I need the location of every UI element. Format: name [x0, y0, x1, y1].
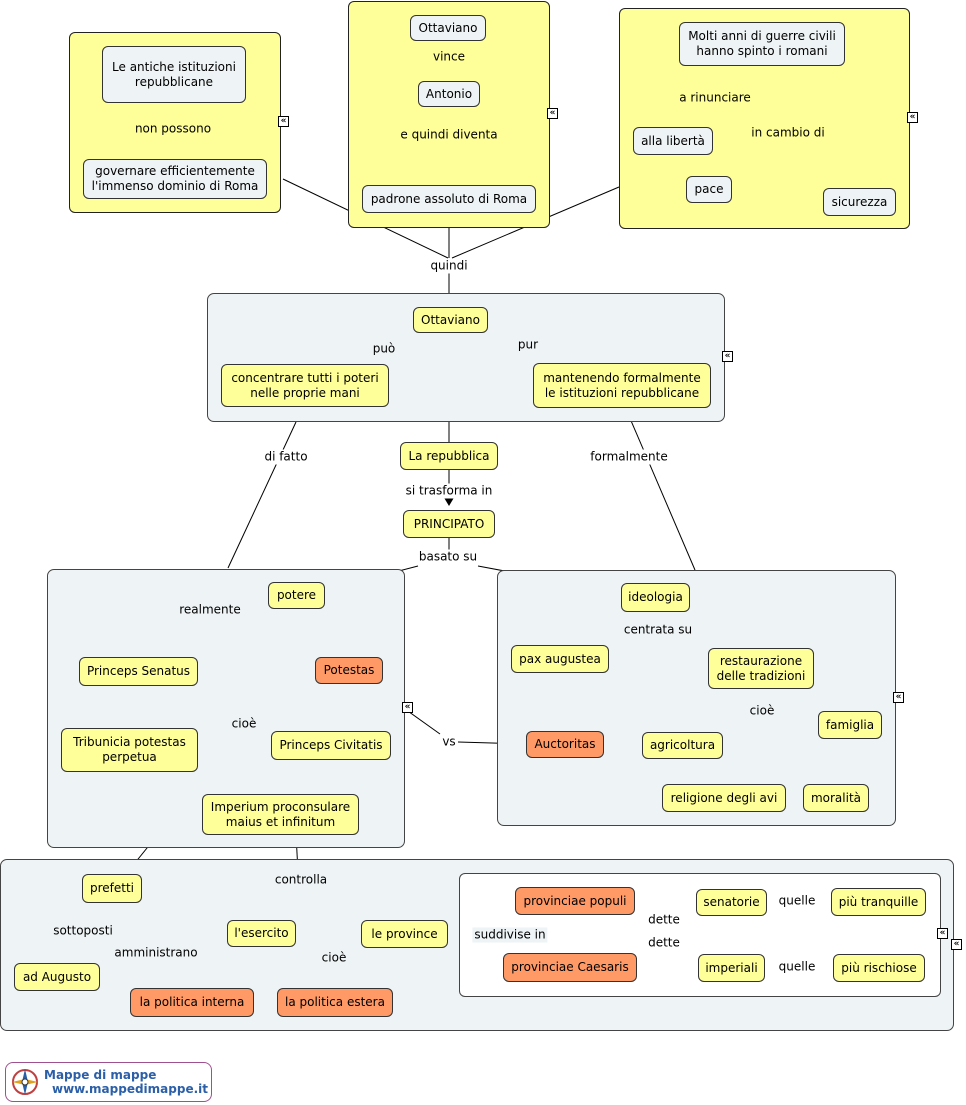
node-sicurezza[interactable]: sicurezza	[823, 188, 896, 216]
link-cioe-3: cioè	[319, 950, 349, 966]
node-liberta[interactable]: alla libertà	[633, 127, 713, 155]
expand-icon[interactable]: «	[951, 939, 962, 950]
node-esercito[interactable]: l'esercito	[227, 920, 296, 947]
node-ideologia[interactable]: ideologia	[621, 583, 690, 612]
link-suddivise-in: suddivise in	[472, 927, 548, 943]
node-repubblica[interactable]: La repubblica	[400, 442, 498, 470]
expand-icon[interactable]: «	[278, 116, 289, 127]
node-potestas[interactable]: Potestas	[315, 657, 383, 684]
expand-icon[interactable]: «	[547, 108, 558, 119]
node-religione[interactable]: religione degli avi	[662, 784, 786, 812]
link-pur: pur	[515, 337, 541, 353]
node-politica-interna[interactable]: la politica interna	[130, 988, 254, 1017]
expand-icon[interactable]: «	[402, 702, 413, 713]
node-potere[interactable]: potere	[268, 582, 325, 609]
link-vs: vs	[440, 734, 458, 750]
node-tranquille[interactable]: più tranquille	[831, 888, 926, 916]
node-principato[interactable]: PRINCIPATO	[403, 510, 495, 538]
node-ad-augusto[interactable]: ad Augusto	[14, 963, 100, 991]
node-rischiose[interactable]: più rischiose	[833, 954, 925, 982]
node-princeps-senatus[interactable]: Princeps Senatus	[79, 657, 198, 686]
logo[interactable]: Mappe di mappe www.mappedimappe.it	[5, 1062, 212, 1102]
node-famiglia[interactable]: famiglia	[818, 711, 882, 739]
node-provinciae-populi[interactable]: provinciae populi	[515, 887, 635, 915]
link-formalmente: formalmente	[588, 449, 670, 465]
node-pace[interactable]: pace	[686, 176, 732, 203]
logo-title: Mappe di mappe	[44, 1068, 157, 1082]
node-senatorie[interactable]: senatorie	[696, 889, 767, 916]
node-ottaviano-mid[interactable]: Ottaviano	[413, 307, 488, 333]
link-quindi: quindi	[428, 258, 470, 274]
link-quelle-1: quelle	[776, 893, 818, 909]
node-tribunicia[interactable]: Tribunicia potestas perpetua	[61, 728, 198, 772]
link-cioe-2: cioè	[747, 703, 777, 719]
node-province[interactable]: le province	[361, 920, 448, 948]
node-restaurazione[interactable]: restaurazione delle tradizioni	[708, 648, 814, 689]
link-non-possono: non possono	[132, 121, 214, 137]
link-realmente: realmente	[177, 602, 243, 618]
link-centrata-su: centrata su	[621, 622, 695, 638]
node-imperiali[interactable]: imperiali	[698, 954, 765, 982]
node-princeps-civitatis[interactable]: Princeps Civitatis	[271, 731, 391, 760]
link-si-trasforma-in: si trasforma in	[403, 483, 495, 499]
link-amministrano: amministrano	[112, 945, 200, 961]
node-auctoritas[interactable]: Auctoritas	[526, 731, 604, 758]
node-concentrare[interactable]: concentrare tutti i poteri nelle proprie…	[221, 364, 389, 407]
compass-icon	[12, 1069, 38, 1095]
link-controlla: controlla	[272, 872, 330, 888]
link-vince: vince	[430, 49, 468, 65]
expand-icon[interactable]: «	[937, 928, 948, 939]
expand-icon[interactable]: «	[722, 351, 733, 362]
node-imperium[interactable]: Imperium proconsulare maius et infinitum	[202, 794, 359, 835]
node-guerre[interactable]: Molti anni di guerre civili hanno spinto…	[679, 22, 845, 66]
node-prefetti[interactable]: prefetti	[82, 874, 142, 903]
link-di-fatto: di fatto	[262, 449, 310, 465]
link-dette-1: dette	[646, 912, 682, 928]
expand-icon[interactable]: «	[907, 112, 918, 123]
link-dette-2: dette	[646, 935, 682, 951]
link-cioe-1: cioè	[229, 716, 259, 732]
link-in-cambio-di: in cambio di	[749, 125, 827, 141]
link-sottoposti: sottoposti	[51, 923, 115, 939]
node-padrone[interactable]: padrone assoluto di Roma	[362, 185, 536, 213]
logo-url: www.mappedimappe.it	[52, 1082, 208, 1096]
node-istituzioni[interactable]: Le antiche istituzioni repubblicane	[102, 46, 246, 103]
node-ottaviano-top[interactable]: Ottaviano	[410, 15, 486, 41]
link-quelle-2: quelle	[776, 959, 818, 975]
link-basato-su: basato su	[416, 549, 480, 565]
node-politica-estera[interactable]: la politica estera	[277, 988, 393, 1017]
link-a-rinunciare: a rinunciare	[677, 90, 753, 106]
link-e-quindi-diventa: e quindi diventa	[398, 127, 500, 143]
node-moralita[interactable]: moralità	[803, 784, 869, 812]
node-antonio[interactable]: Antonio	[418, 81, 480, 107]
node-mantenendo[interactable]: mantenendo formalmente le istituzioni re…	[533, 363, 711, 408]
expand-icon[interactable]: «	[893, 692, 904, 703]
node-provinciae-caesaris[interactable]: provinciae Caesaris	[503, 953, 637, 982]
box-auctoritas	[497, 570, 896, 826]
node-governare[interactable]: governare efficientemente l'immenso domi…	[83, 159, 267, 199]
node-pax[interactable]: pax augustea	[511, 645, 609, 673]
node-agricoltura[interactable]: agricoltura	[642, 732, 723, 759]
link-puo: può	[370, 341, 398, 357]
